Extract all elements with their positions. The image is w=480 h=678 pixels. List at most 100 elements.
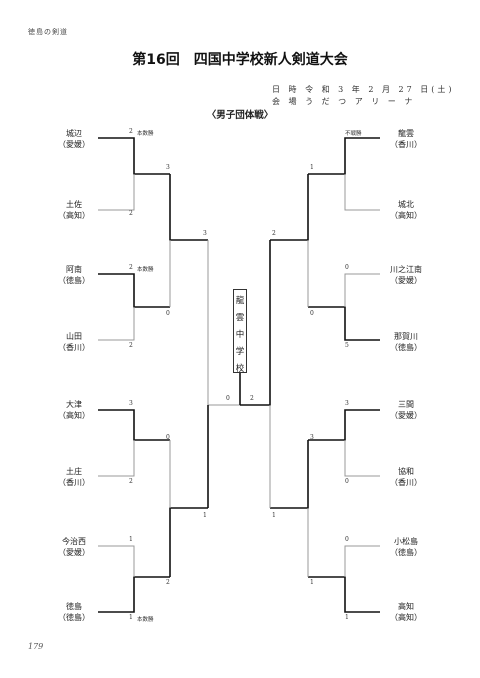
champion-char: 龍: [235, 296, 245, 306]
team-name: 小松島: [394, 537, 418, 546]
champion-char: 雲: [235, 313, 245, 323]
team-prefecture: （愛媛）: [390, 411, 422, 420]
right-r1-match-3-line: [308, 409, 380, 441]
left-r1-match-4-loser: [98, 545, 135, 577]
right-r1-match-1-loser: [344, 174, 380, 211]
team-prefecture: （高知）: [58, 411, 90, 420]
champion-char: 学: [235, 347, 245, 357]
left-r1-score-8: 1: [129, 614, 133, 621]
right-r1-score-6: 0: [345, 478, 349, 485]
right-r1-score-8: 1: [345, 614, 349, 621]
left-note-3: 本数勝: [137, 617, 154, 623]
team-prefecture: （高知）: [58, 211, 90, 220]
right-r1-score-7: 0: [345, 536, 349, 543]
right-r2-match-2-line: [270, 440, 309, 509]
left-r1-score-4: 2: [129, 342, 133, 349]
left-r2-score-4: 2: [166, 579, 170, 586]
champion-box: 龍 雲 中 学 校: [233, 289, 247, 374]
team-name: 川之江南: [390, 265, 422, 274]
left-team-4: 山田 （香川）: [44, 331, 104, 353]
right-team-5: 三間 （愛媛）: [376, 399, 436, 421]
right-r3-score-1: 2: [272, 230, 276, 237]
left-r3-score-2: 1: [203, 512, 207, 519]
venue-line: 会 場 う だ つ ア リ ー ナ: [272, 97, 416, 106]
team-name: 土佐: [66, 200, 82, 209]
team-prefecture: （徳島）: [58, 613, 90, 622]
left-r1-match-1-line: [98, 137, 170, 175]
right-r2-score-1: 1: [310, 164, 314, 171]
left-r1-score-6: 2: [129, 478, 133, 485]
left-r1-match-1-loser: [98, 174, 135, 211]
right-r2-score-4: 1: [310, 579, 314, 586]
team-name: 那賀川: [394, 332, 418, 341]
right-team-6: 協和 （香川）: [376, 466, 436, 488]
team-name: 城北: [398, 200, 414, 209]
right-r1-match-2-loser: [344, 273, 380, 307]
team-name: 山田: [66, 332, 82, 341]
right-r1-score-3: 0: [345, 264, 349, 271]
left-team-2: 土佐 （高知）: [44, 199, 104, 221]
left-team-7: 今治西 （愛媛）: [44, 536, 104, 558]
right-r1-match-4-loser: [344, 545, 380, 577]
left-r1-score-2: 2: [129, 210, 133, 217]
right-team-4: 那賀川 （徳島）: [376, 331, 436, 353]
team-prefecture: （高知）: [390, 613, 422, 622]
left-r3-score-1: 3: [203, 230, 207, 237]
left-r1-score-3: 2: [129, 264, 133, 271]
team-prefecture: （愛媛）: [390, 276, 422, 285]
right-r2-score-3: 3: [310, 434, 314, 441]
team-prefecture: （徳島）: [390, 548, 422, 557]
team-prefecture: （徳島）: [58, 276, 90, 285]
team-name: 阿南: [66, 265, 82, 274]
team-name: 徳島: [66, 602, 82, 611]
team-name: 三間: [398, 400, 414, 409]
right-team-8: 高知 （高知）: [376, 601, 436, 623]
team-name: 協和: [398, 467, 414, 476]
left-r1-score-1: 2: [129, 128, 133, 135]
team-prefecture: （愛媛）: [58, 140, 90, 149]
left-r2-score-3: 0: [166, 434, 170, 441]
team-prefecture: （香川）: [58, 343, 90, 352]
left-team-8: 徳島 （徳島）: [44, 601, 104, 623]
right-r1-match-2-line: [308, 306, 380, 341]
division-heading: 〈男子団体戦〉: [206, 110, 274, 121]
left-r1-match-4-line: [98, 576, 170, 613]
right-r1-match-3-loser: [344, 440, 380, 477]
team-name: 龍雲: [398, 129, 414, 138]
left-note-2: 本数勝: [137, 267, 154, 273]
left-team-3: 阿南 （徳島）: [44, 264, 104, 286]
team-name: 大津: [66, 400, 82, 409]
right-team-1: 龍雲 （香川）: [376, 128, 436, 150]
right-r1-score-5: 3: [345, 400, 349, 407]
left-r1-match-2-line: [98, 273, 170, 308]
left-r2-score-2: 0: [166, 310, 170, 317]
right-r1-match-4-line: [308, 576, 380, 613]
team-prefecture: （高知）: [390, 211, 422, 220]
final-score-left: 0: [226, 395, 230, 402]
left-team-1: 城辺 （愛媛）: [44, 128, 104, 150]
page-number: 179: [28, 642, 44, 651]
team-name: 城辺: [66, 129, 82, 138]
right-note-1: 不戦勝: [345, 131, 362, 137]
right-r2-score-2: 0: [310, 310, 314, 317]
left-r1-score-5: 3: [129, 400, 133, 407]
champion-char: 中: [235, 330, 245, 340]
left-r1-match-2-loser: [98, 307, 135, 341]
right-r3-score-2: 1: [272, 512, 276, 519]
left-note-1: 本数勝: [137, 131, 154, 137]
team-prefecture: （香川）: [390, 478, 422, 487]
book-section-label: 徳島の剣道: [28, 28, 68, 36]
left-r1-score-7: 1: [129, 536, 133, 543]
right-r1-score-4: 5: [345, 342, 349, 349]
team-prefecture: （徳島）: [390, 343, 422, 352]
right-team-7: 小松島 （徳島）: [376, 536, 436, 558]
left-r1-match-3-loser: [98, 440, 135, 477]
team-name: 今治西: [62, 537, 86, 546]
left-team-5: 大津 （高知）: [44, 399, 104, 421]
right-team-3: 川之江南 （愛媛）: [376, 264, 436, 286]
left-r2-score-1: 3: [166, 164, 170, 171]
team-prefecture: （香川）: [58, 478, 90, 487]
team-name: 土庄: [66, 467, 82, 476]
team-name: 高知: [398, 602, 414, 611]
